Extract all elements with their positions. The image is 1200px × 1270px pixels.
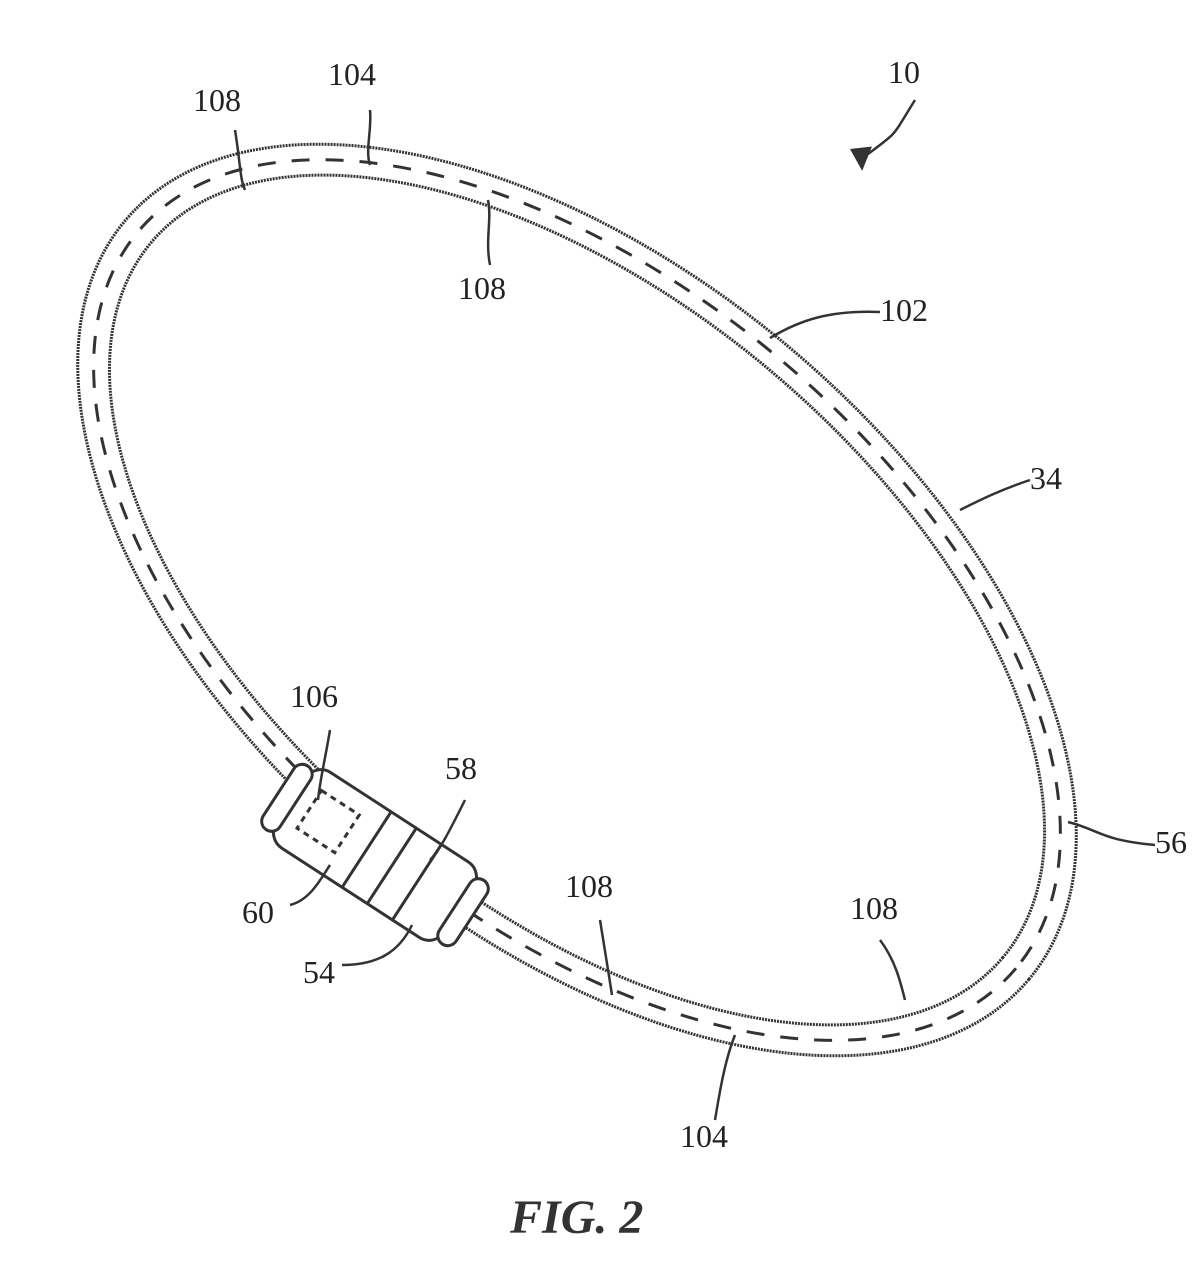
- label-102: 102: [880, 292, 928, 328]
- label-56: 56: [1155, 824, 1187, 860]
- ring-outer-edge: [76, 142, 1078, 1058]
- label-104-top: 104: [328, 56, 376, 92]
- label-108-bottom-mid: 108: [565, 868, 613, 904]
- ring-inner-edge: [107, 173, 1047, 1027]
- label-10: 10: [888, 54, 920, 90]
- label-58: 58: [445, 750, 477, 786]
- label-60: 60: [242, 894, 274, 930]
- label-104-bottom: 104: [680, 1118, 728, 1154]
- connector: [260, 762, 490, 948]
- figure-caption: FIG. 2: [510, 1191, 644, 1244]
- label-108-bottom-right: 108: [850, 890, 898, 926]
- label-54: 54: [303, 954, 335, 990]
- led-channel-dashes: [92, 158, 1062, 1042]
- label-108-top-inner: 108: [458, 270, 506, 306]
- label-108-top-left: 108: [193, 82, 241, 118]
- label-34: 34: [1030, 460, 1062, 496]
- label-106: 106: [290, 678, 338, 714]
